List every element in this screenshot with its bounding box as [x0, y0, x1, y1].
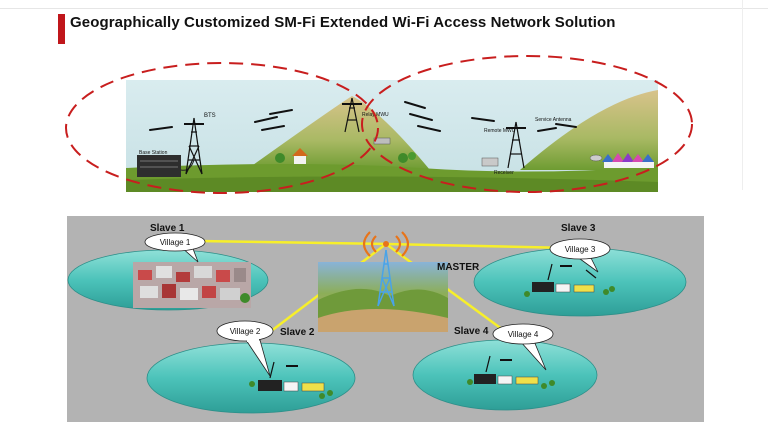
coverage-ellipse-left [65, 62, 379, 194]
service-antenna-label: Service Antenna [535, 117, 572, 123]
slave-1-label: Slave 1 [150, 223, 185, 234]
village-1-callout: Village 1 [144, 232, 206, 263]
receiver-label: Receiver [494, 170, 514, 176]
village-2-callout: Village 2 [216, 320, 274, 377]
village-1-photo [133, 262, 251, 308]
bts-label: BTS [204, 113, 216, 119]
relay-tower [342, 97, 362, 133]
remote-tower [506, 121, 526, 169]
village-2-equipment [249, 361, 333, 399]
coverage-ellipse-right [361, 55, 693, 193]
remote-mwu-unit [481, 157, 499, 167]
remote-mwu-label: Remote MWU [484, 128, 516, 134]
center-hill [246, 96, 430, 170]
page-frame-top [0, 0, 768, 9]
top-landscape-scene: Base Station BTS Relay MWU [65, 55, 693, 194]
village-3-equipment [524, 263, 615, 297]
page-title: Geographically Customized SM-Fi Extended… [70, 14, 616, 31]
master-antenna-icon [362, 231, 410, 257]
slave-4-zone [412, 339, 598, 411]
wireless-signal-icons [149, 101, 577, 132]
village-2-label: Village 2 [230, 327, 261, 336]
village-4-equipment [467, 355, 555, 389]
bts-tower [184, 117, 204, 175]
bottom-master-slave-panel: MASTER [67, 216, 704, 422]
slave-4-label: Slave 4 [454, 326, 489, 337]
village-1-label: Village 1 [160, 238, 191, 247]
slave-2-zone [146, 342, 356, 414]
base-station-building [137, 155, 181, 177]
page-right-rule [742, 0, 743, 190]
village-4-label: Village 4 [508, 330, 539, 339]
village-3-callout: Village 3 [549, 238, 611, 273]
base-station-label: Base Station [139, 150, 168, 156]
village-4-callout: Village 4 [492, 323, 554, 371]
village-3-label: Village 3 [565, 245, 596, 254]
title-accent-bar [58, 14, 65, 44]
slave-2-label: Slave 2 [280, 327, 315, 338]
house-center [398, 152, 416, 163]
master-tower [377, 249, 395, 307]
slave-3-label: Slave 3 [561, 223, 596, 234]
village-houses-right [589, 153, 654, 168]
right-hill [520, 90, 658, 170]
house-left [275, 148, 308, 164]
ground-shadow [126, 176, 658, 192]
master-label: MASTER [437, 262, 480, 273]
